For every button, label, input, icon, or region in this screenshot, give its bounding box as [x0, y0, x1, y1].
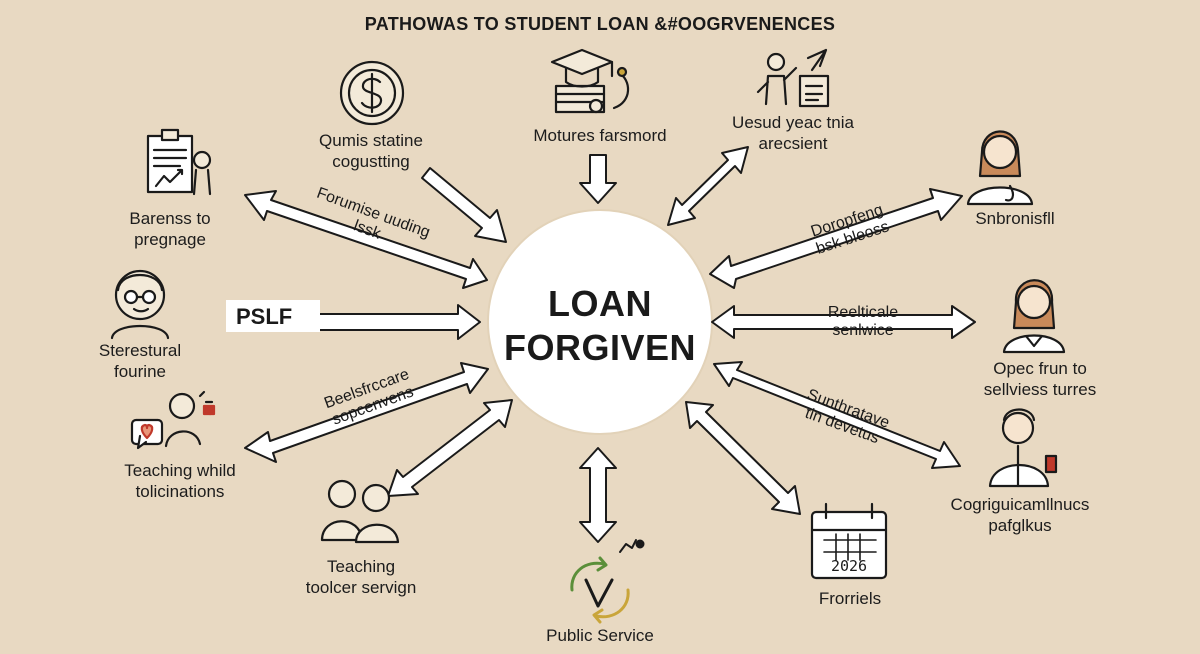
node-right-middle-line2: sellviess turres [983, 380, 1097, 399]
node-top-right: Uesud yeac tnia arecsient [718, 112, 868, 154]
arrow-upper-left [244, 190, 488, 289]
node-top-center: Motures farsmord [510, 125, 690, 146]
two-people-icon [320, 479, 400, 544]
clipboard-chart-icon [146, 128, 212, 196]
node-top-right-line1: Uesud yeac tnia [732, 113, 854, 132]
node-bottom-center-line1: Public Service [546, 626, 654, 645]
heart-chat-icon [130, 390, 216, 450]
node-bottom-center: Public Service [510, 625, 690, 646]
node-left-middle-line2: fourine [114, 362, 166, 381]
node-right-lower: Cogriguicamllnucs pafglkus [930, 494, 1110, 536]
node-bottom-left-line1: Teaching [326, 557, 396, 576]
node-right-upper-line1: Snbronisfll [975, 209, 1055, 228]
node-top-center-line1: Motures farsmord [533, 126, 667, 145]
calendar-icon [810, 502, 888, 580]
center-label: LOAN FORGIVEN [480, 282, 720, 370]
arrow-bottom-right [685, 401, 801, 515]
arrow-upper-right [709, 188, 963, 289]
node-bottom-right: Frorriels [800, 588, 900, 609]
node-top-left-line2: cogustting [332, 152, 410, 171]
node-left-upper-line2: pregnage [134, 230, 206, 249]
node-right-upper: Snbronisfll [950, 208, 1080, 229]
node-left-lower-line2: tolicinations [135, 482, 225, 501]
node-right-lower-line1: Cogriguicamllnucs [950, 495, 1090, 514]
center-line-2: FORGIVEN [503, 327, 696, 368]
node-left-lower-line1: Teaching whild [124, 461, 236, 480]
arrow-pslf [317, 304, 481, 340]
arrows [226, 146, 976, 543]
arrow-top-center [579, 154, 617, 204]
node-bottom-left-line2: toolcer servign [305, 578, 417, 597]
arrow-bottom-center [579, 447, 617, 543]
arrow-top-right [667, 146, 749, 226]
node-top-right-line2: arecsient [758, 134, 828, 153]
arrow-lower-right [713, 361, 961, 469]
worker-icon [988, 408, 1058, 488]
center-line-1: LOAN [548, 283, 652, 324]
node-bottom-left: Teaching toolcer servign [276, 556, 446, 598]
pslf-label: PSLF [236, 304, 293, 329]
node-right-lower-line2: pafglkus [988, 516, 1052, 535]
arrow-top-left [421, 167, 507, 243]
arrow-bottom-left [387, 399, 513, 497]
graduation-books-icon [550, 48, 630, 114]
node-top-left-line1: Qumis statine [319, 131, 423, 150]
person-glasses-icon [110, 269, 170, 340]
diagram-title: PATHOWAS TO STUDENT LOAN &#OOGRVENENCES [364, 14, 836, 34]
node-left-lower: Teaching whild tolicinations [100, 460, 260, 502]
presenter-icon [756, 48, 830, 108]
node-left-upper-line1: Barenss to [129, 209, 211, 228]
node-right-middle: Opec frun to sellviess turres [960, 358, 1120, 400]
cycle-arrows-icon [570, 539, 645, 624]
node-left-upper: Barenss to pregnage [100, 208, 240, 250]
node-left-middle: Sterestural fourine [70, 340, 210, 382]
nurse-icon [966, 130, 1034, 206]
pslf-box [226, 300, 320, 332]
arrow-label-middle-right: Reelticale senlwice [808, 304, 918, 340]
arrow-label-middle-right-line1: Reelticale [827, 304, 899, 321]
node-left-middle-line1: Sterestural [98, 341, 182, 360]
doctor-icon [1002, 279, 1066, 354]
dollar-seal-icon [339, 60, 405, 126]
node-bottom-right-line1: Frorriels [818, 589, 882, 608]
arrow-middle-right [711, 305, 976, 339]
node-right-middle-line1: Opec frun to [993, 359, 1087, 378]
arrow-lower-left [244, 362, 489, 463]
arrow-label-middle-right-line2: senlwice [832, 322, 894, 339]
node-top-left: Qumis statine cogustting [296, 130, 446, 172]
calendar-year: 2026 [830, 557, 868, 575]
